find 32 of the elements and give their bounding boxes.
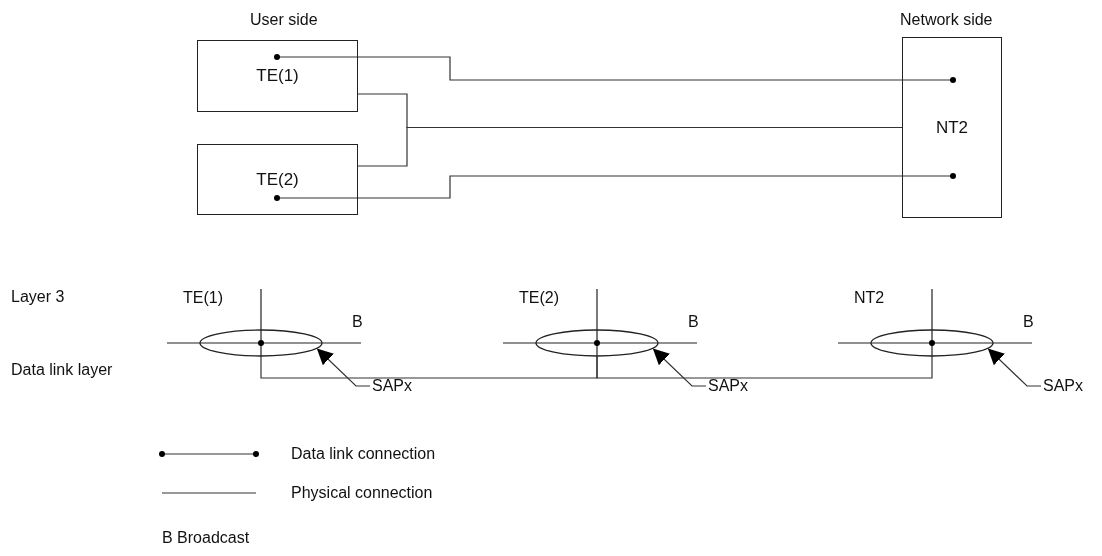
node-label: TE(1): [256, 66, 299, 86]
sap-label: SAPx: [708, 377, 748, 395]
node-label: NT2: [935, 117, 969, 138]
leader-arrow: [316, 348, 371, 387]
sap-ellipse: [535, 329, 659, 357]
data-link-connection-line: [274, 54, 956, 83]
data-link-connection-line: [274, 173, 956, 201]
annotation-text: B Broadcast: [162, 529, 250, 547]
legend-text: Physical connection: [291, 484, 433, 502]
equipment-box: [197, 40, 358, 112]
sap-ellipse: [199, 329, 323, 357]
node-label: TE(2): [256, 169, 299, 190]
broadcast-label: B: [1023, 313, 1034, 331]
entity-label: TE(2): [519, 289, 559, 307]
annotation-text: User side: [250, 11, 318, 29]
broadcast-label: B: [688, 313, 699, 331]
physical-connection-line: [260, 356, 598, 379]
equipment-box: [902, 37, 1002, 218]
legend-text: Data link connection: [291, 445, 436, 463]
sap-label: SAPx: [1043, 377, 1083, 395]
entity-label: TE(1): [183, 289, 223, 307]
annotation-text: Data link layer: [11, 361, 113, 379]
annotation-text: Layer 3: [11, 288, 65, 306]
entity-label: NT2: [854, 289, 885, 307]
sap-label: SAPx: [372, 377, 412, 395]
leader-arrow: [987, 348, 1042, 387]
broadcast-label: B: [352, 313, 363, 331]
annotation-text: Network side: [900, 11, 993, 29]
equipment-box: [197, 144, 358, 215]
leader-arrow: [652, 348, 707, 387]
sap-ellipse: [870, 329, 994, 357]
physical-connection-line: [596, 356, 933, 379]
